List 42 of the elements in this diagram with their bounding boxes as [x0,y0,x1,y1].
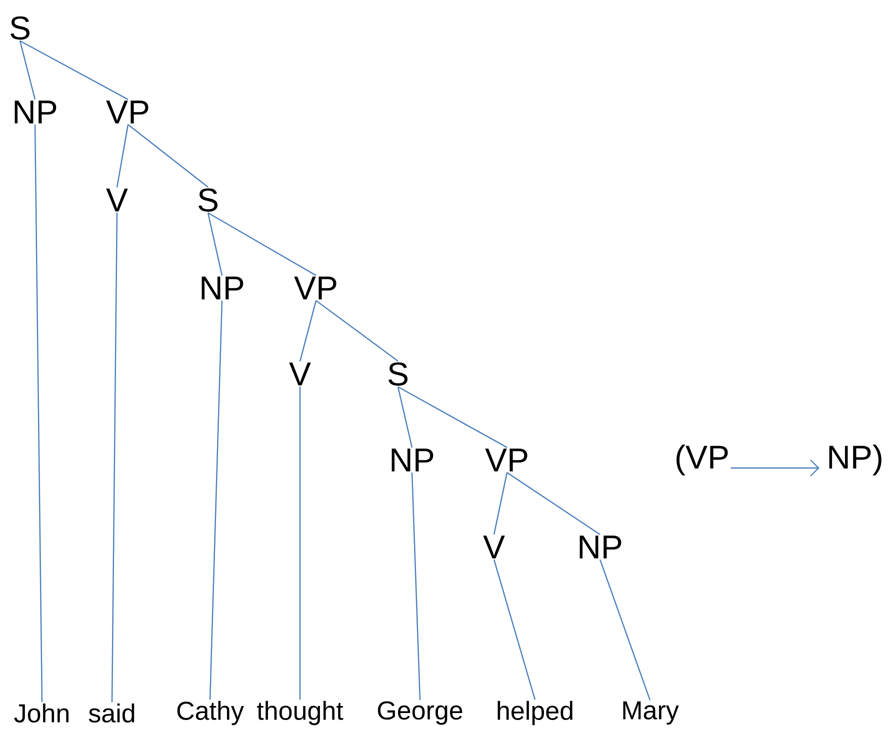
category-label: V [289,362,311,386]
word-label: thought [257,700,344,726]
tree-branch [19,40,36,100]
category-label: S [198,188,218,212]
tree-branch [397,386,413,448]
tree-branch [411,472,421,700]
tree-branch [493,559,536,700]
tree-branch [111,212,118,702]
category-label: NP) [829,444,882,476]
tree-branch [128,124,208,188]
tree-branch [398,386,508,448]
category-label: VP [485,448,528,472]
tree-branch [20,40,128,100]
tree-branch [209,300,223,700]
category-label: NP [14,100,56,124]
tree-branch [34,124,43,702]
category-label: V [483,536,505,558]
tree-branch [506,472,600,535]
word-label: Mary [623,701,679,725]
category-label: NP [202,276,244,300]
category-label: S [10,16,30,40]
tree-branch [116,124,129,188]
word-label: said [88,703,134,723]
category-label: VP [294,276,336,300]
word-label: George [378,701,462,725]
category-label: NP [580,536,622,558]
tree-branch [599,559,651,700]
arrow [730,460,820,476]
tree-branch [493,472,508,535]
category-label: NP [392,448,434,472]
tree-branch [299,386,301,700]
word-label: helped [498,700,572,726]
category-label: S [388,362,408,386]
category-label: VP [106,100,148,124]
word-label: Cathy [177,700,244,726]
tree-branch [207,212,223,276]
tree-branch [208,212,316,276]
word-label: John [14,703,68,723]
tree-branch [299,300,317,362]
category-label: V [106,188,128,212]
tree-branch [316,300,398,362]
category-label: (VP [676,444,728,476]
